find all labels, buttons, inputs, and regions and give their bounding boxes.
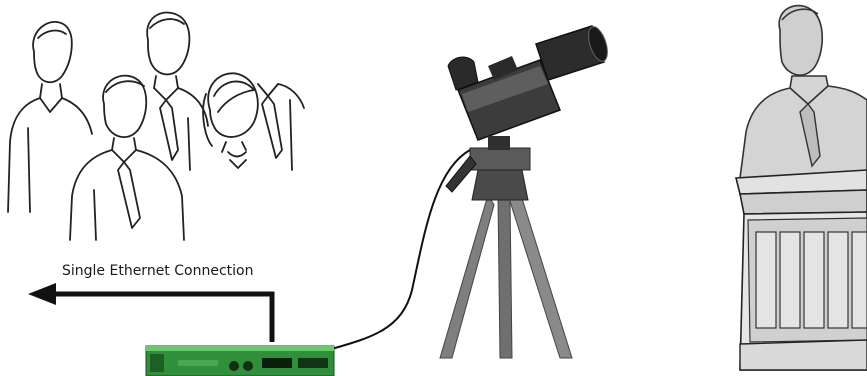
- video-camera-on-tripod-icon: [440, 24, 611, 358]
- audience-group-icon: [8, 13, 304, 240]
- camera-cable: [328, 150, 470, 350]
- audience-person-5: [258, 84, 304, 170]
- audience-person-4: [203, 73, 258, 168]
- ethernet-connection-arrow: [28, 283, 272, 342]
- rack-encoder-device-icon: [146, 346, 334, 376]
- connection-label: Single Ethernet Connection: [62, 263, 253, 279]
- audience-person-2: [147, 13, 208, 170]
- audience-person-1: [8, 22, 92, 212]
- speaker-at-podium-icon: [736, 6, 867, 370]
